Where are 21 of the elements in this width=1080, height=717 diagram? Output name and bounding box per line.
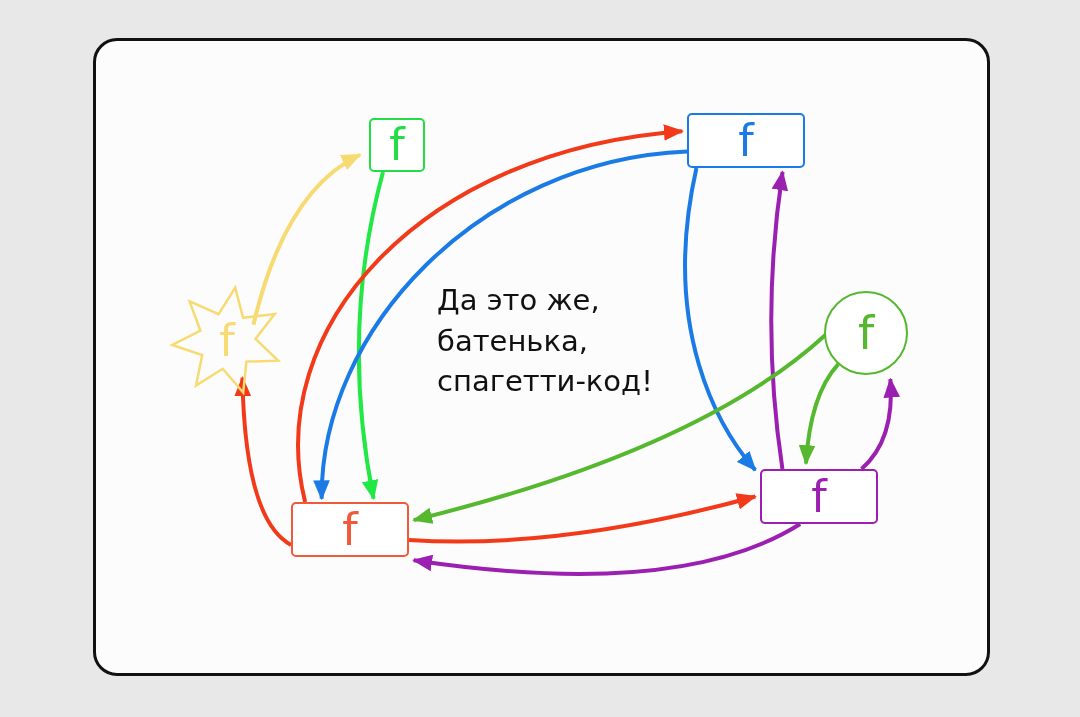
arrow: [251, 152, 362, 326]
function-box: [760, 469, 878, 524]
arrow: [860, 377, 900, 471]
function-box: [687, 113, 805, 168]
arrow: [769, 170, 789, 470]
arrow: [799, 362, 840, 466]
function-box: [369, 118, 425, 172]
arrow: [234, 376, 293, 547]
function-letter: f: [738, 118, 754, 163]
arrow: [356, 171, 385, 501]
note-text: Да это же, батенька, спагетти-код!: [437, 282, 654, 401]
arrow: [412, 522, 802, 576]
function-star: [172, 287, 282, 395]
function-letter: f: [857, 310, 875, 356]
function-letter: f: [219, 319, 235, 363]
function-letter: f: [811, 474, 827, 519]
function-letter: f: [389, 123, 405, 167]
function-letter: f: [342, 507, 358, 552]
function-box: [291, 502, 409, 557]
arrow: [408, 493, 757, 544]
arrow: [683, 167, 757, 472]
